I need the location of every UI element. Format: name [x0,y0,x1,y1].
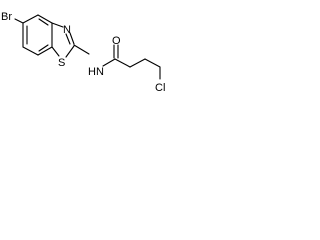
bond-c7a-c7-inner [38,44,49,52]
ring-sulfur-label: S [58,57,65,69]
bond-c7-c6 [22,46,39,56]
bond-c2-c3 [129,58,146,68]
bond-c3a-n [51,22,64,28]
bond-s-c7a [51,46,60,57]
bond-n-c2-inner [65,33,71,45]
bond-c5-br [14,18,24,24]
ring-nitrogen-label: N [63,24,71,36]
thiazole-ring [51,22,75,58]
benzene-ring [22,14,53,56]
bond-c4-c3a-inner [38,18,49,26]
chlorine-label: Cl [155,82,165,94]
bond-n-c2 [69,32,75,45]
amide-nh-label: HN [88,66,104,78]
bromine-label: Br [1,11,12,23]
bond-c5-c4 [22,14,39,24]
bond-c7a-c7 [37,46,53,56]
bond-c2-s [65,45,75,58]
bond-c2-nh [73,44,90,55]
structure-diagram: Br N S HN O Cl [1,11,165,94]
bond-c1-c2 [114,58,131,68]
bond-c4-c3a [37,14,53,24]
carbonyl-oxygen-label: O [112,35,121,47]
bond-c3-c4 [144,58,161,68]
bond-nh-carbonyl [102,58,116,67]
